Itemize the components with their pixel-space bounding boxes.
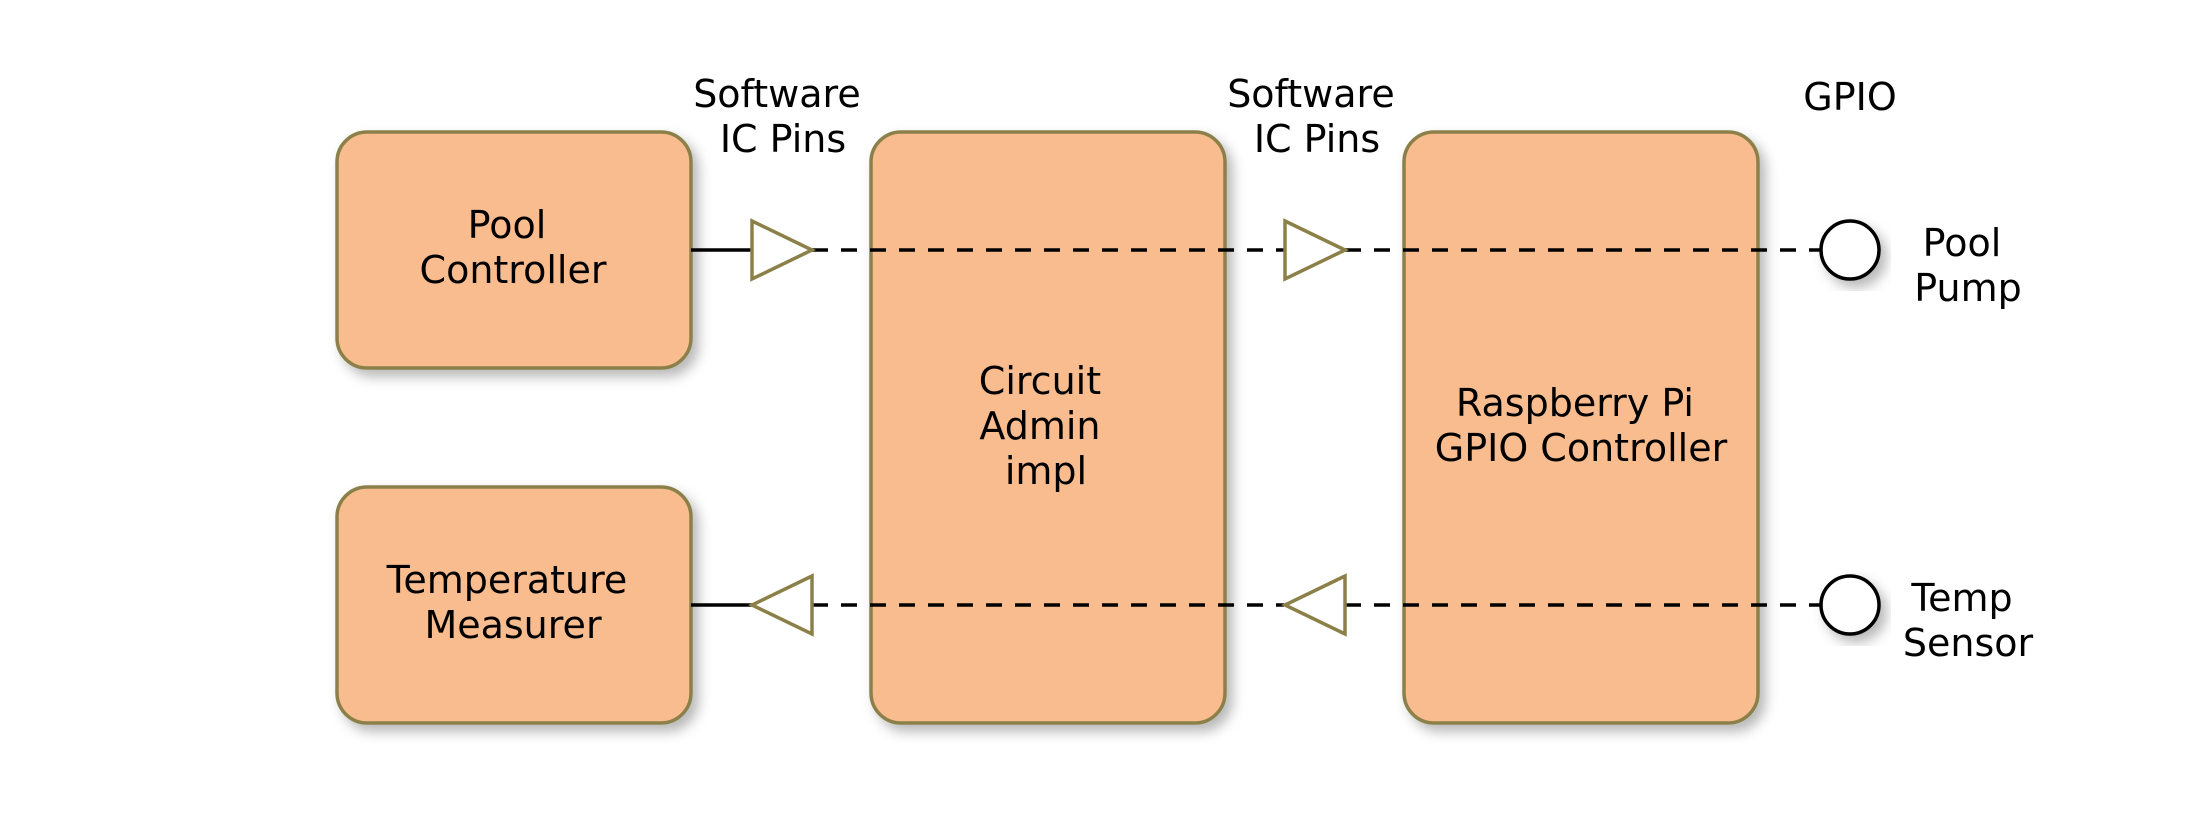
input-pin-right-triangle: [1280, 573, 1347, 637]
pool-pump-line-2: Pump: [1914, 266, 2021, 310]
circuit-admin-line-3: impl: [1005, 449, 1087, 493]
temperature-measurer-line-2: Measurer: [424, 603, 602, 647]
pool-controller-box: Pool Controller: [335, 130, 693, 370]
svg-text:Raspberry Pi GPIO Contro: Raspberry Pi GPIO Controller: [1435, 381, 1728, 470]
temperature-measurer-line-1: Temperature: [386, 558, 628, 602]
pool-controller-line-2: Controller: [420, 248, 607, 292]
pool-controller-line-1: Pool: [468, 203, 547, 247]
temp-sensor-label: Temp Sensor: [1903, 576, 2034, 665]
pool-pump-line-1: Pool: [1923, 221, 2002, 265]
circuit-admin-box: Circuit Admin impl: [869, 130, 1227, 725]
gpio-label: GPIO: [1803, 75, 1896, 119]
software-pins-left-line-2: IC Pins: [720, 117, 846, 161]
svg-text:Circuit Admin impl: Circuit Admin impl: [979, 359, 1113, 493]
software-pins-right-line-1: Software: [1227, 72, 1395, 116]
gpio-controller-box: Raspberry Pi GPIO Controller: [1402, 130, 1760, 725]
software-pins-left-label: Software IC Pins: [693, 72, 873, 161]
pool-pump-pin-circle: [1819, 219, 1881, 281]
circuit-admin-line-1: Circuit: [979, 359, 1101, 403]
svg-text:Temperature Measurer: Temperature Measurer: [386, 558, 640, 647]
temp-sensor-line-2: Sensor: [1903, 621, 2034, 665]
temp-sensor-pin-circle: [1819, 574, 1881, 636]
software-pins-right-line-2: IC Pins: [1254, 117, 1380, 161]
software-pins-right-label: Software IC Pins: [1227, 72, 1407, 161]
temp-sensor-line-1: Temp: [1910, 576, 2012, 620]
pool-pump-label: Pool Pump: [1914, 221, 2021, 310]
gpio-controller-line-2: GPIO Controller: [1435, 426, 1728, 470]
temperature-measurer-box: Temperature Measurer: [335, 485, 693, 725]
output-pin-left-triangle: [750, 218, 817, 282]
gpio-controller-line-1: Raspberry Pi: [1456, 381, 1694, 425]
circuit-admin-line-2: Admin: [979, 404, 1100, 448]
output-pin-right-triangle: [1283, 218, 1350, 282]
svg-text:Pool Controller: Pool Controller: [420, 203, 607, 292]
software-pins-left-line-1: Software: [693, 72, 861, 116]
input-pin-left-triangle: [747, 573, 814, 637]
